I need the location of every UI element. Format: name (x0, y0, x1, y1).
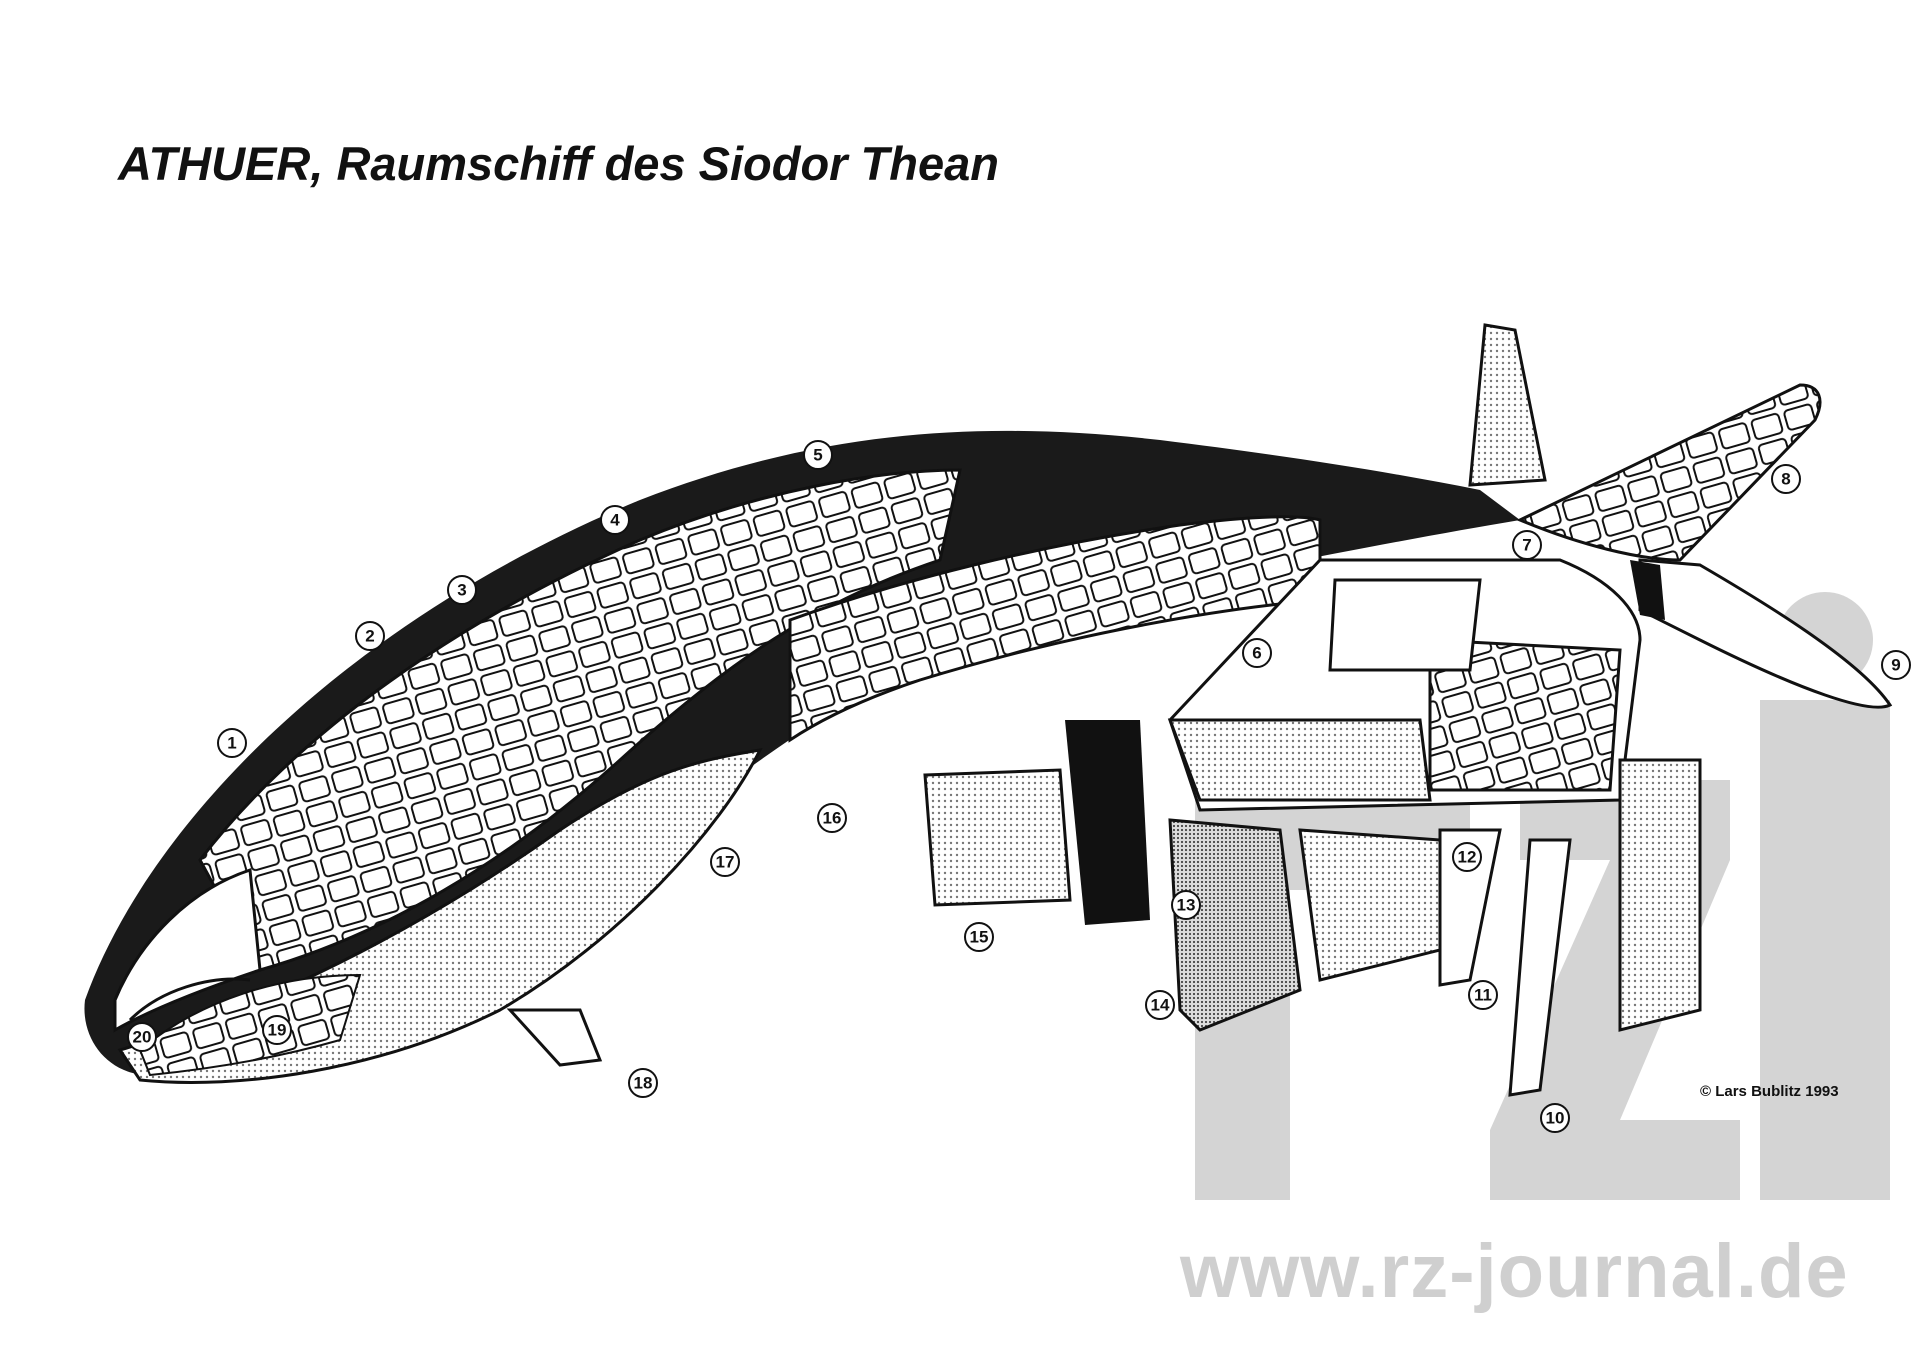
callout-12-label: 12 (1458, 848, 1477, 867)
callout-6: 6 (1242, 638, 1272, 668)
copyright-notice: © Lars Bublitz 1993 (1700, 1083, 1839, 1100)
diagram-title: ATHUER, Raumschiff des Siodor Thean (118, 137, 999, 190)
callout-17: 17 (710, 847, 740, 877)
watermark-url: www.rz-journal.de (1180, 1229, 1849, 1314)
callout-12: 12 (1452, 842, 1482, 872)
callout-20: 20 (127, 1022, 157, 1052)
callout-9: 9 (1881, 650, 1911, 680)
callout-6-label: 6 (1252, 644, 1261, 663)
callout-8: 8 (1771, 464, 1801, 494)
callout-17-label: 17 (716, 853, 735, 872)
callout-7: 7 (1512, 530, 1542, 560)
callout-10: 10 (1540, 1103, 1570, 1133)
callout-16: 16 (817, 803, 847, 833)
callout-5-label: 5 (813, 446, 822, 465)
callout-19: 19 (262, 1015, 292, 1045)
callout-2: 2 (355, 621, 385, 651)
callout-15-label: 15 (970, 928, 989, 947)
callout-4: 4 (600, 505, 630, 535)
callout-2-label: 2 (365, 627, 374, 646)
callout-1: 1 (217, 728, 247, 758)
callout-5: 5 (803, 440, 833, 470)
callout-14-label: 14 (1151, 996, 1170, 1015)
callout-10-label: 10 (1546, 1109, 1565, 1128)
callout-3-label: 3 (457, 581, 466, 600)
callout-7-label: 7 (1522, 536, 1531, 555)
ship-drive-section (506, 558, 1702, 1097)
callout-18-label: 18 (634, 1074, 653, 1093)
callout-3: 3 (447, 575, 477, 605)
callout-14: 14 (1145, 990, 1175, 1020)
ship-fins (1468, 323, 1893, 709)
callout-16-label: 16 (823, 809, 842, 828)
callout-8-label: 8 (1781, 470, 1790, 489)
callout-19-label: 19 (268, 1021, 287, 1040)
callout-18: 18 (628, 1068, 658, 1098)
callout-15: 15 (964, 922, 994, 952)
callout-20-label: 20 (133, 1028, 152, 1047)
callout-13: 13 (1171, 890, 1201, 920)
callout-11-label: 11 (1474, 986, 1492, 1005)
ship-hull (84, 430, 1520, 1084)
callout-1-label: 1 (227, 734, 236, 753)
callout-9-label: 9 (1891, 656, 1900, 675)
callout-4-label: 4 (610, 511, 620, 530)
callout-13-label: 13 (1177, 896, 1196, 915)
callout-11: 11 (1468, 980, 1498, 1010)
